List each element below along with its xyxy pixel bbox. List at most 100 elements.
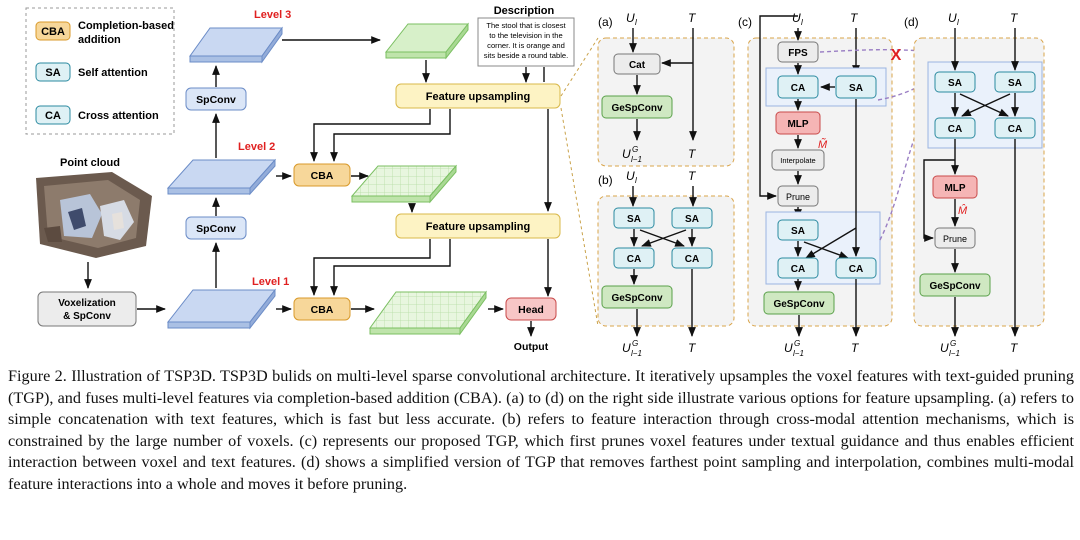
svg-text:Cat: Cat [629, 60, 646, 71]
svg-text:T: T [851, 341, 860, 355]
svg-text:Cross attention: Cross attention [78, 110, 159, 122]
svg-text:U: U [622, 147, 631, 161]
svg-text:(d): (d) [904, 15, 919, 29]
svg-text:MLP: MLP [944, 183, 965, 194]
head-box: Head [505, 297, 557, 321]
spconv-lower: SpConv [185, 216, 247, 240]
figure-diagram: CBA Completion-based addition SA Self at… [25, 5, 1045, 358]
legend-item-sa: SA Self attention [35, 62, 148, 82]
svg-text:T: T [850, 11, 859, 25]
legend-item-cba: CBA Completion-based addition [35, 20, 174, 46]
svg-text:U: U [792, 11, 801, 25]
voxelization-box: Voxelization & SpConv [37, 291, 137, 327]
svg-text:Head: Head [518, 304, 544, 316]
svg-text:CA: CA [849, 264, 863, 275]
svg-text:Voxelization: Voxelization [58, 298, 116, 309]
svg-text:GeSpConv: GeSpConv [773, 299, 825, 310]
panel-b: (b) U l T SA SA CA CA GeSpConv U G l−1 T [597, 169, 735, 358]
svg-text:T: T [1010, 341, 1019, 355]
svg-text:CA: CA [948, 124, 962, 135]
feature-upsampling-top: Feature upsampling [395, 83, 561, 109]
svg-text:M̃: M̃ [818, 138, 828, 151]
svg-text:l: l [957, 18, 959, 27]
svg-text:l: l [801, 18, 803, 27]
cba-level2: CBA [293, 163, 351, 187]
spconv-upper: SpConv [185, 87, 247, 111]
svg-text:CBA: CBA [41, 26, 65, 38]
svg-text:M̂: M̂ [958, 203, 968, 217]
svg-text:corner. It is orange and: corner. It is orange and [487, 41, 565, 50]
svg-text:CBA: CBA [311, 304, 334, 316]
level3-label: Level 3 [254, 9, 291, 21]
svg-text:(a): (a) [598, 15, 613, 29]
svg-text:U: U [626, 11, 635, 25]
svg-text:SA: SA [791, 226, 805, 237]
svg-text:CA: CA [45, 110, 61, 122]
level1-label: Level 1 [252, 276, 289, 288]
svg-text:SA: SA [627, 214, 641, 225]
svg-text:U: U [948, 11, 957, 25]
svg-text:G: G [632, 339, 638, 348]
description: Description The stool that is closest to… [477, 5, 575, 67]
svg-text:(c): (c) [738, 15, 752, 29]
svg-text:Point cloud: Point cloud [60, 157, 120, 169]
svg-text:U: U [622, 341, 631, 355]
output-label: Output [514, 341, 549, 353]
green-slab-top [384, 22, 470, 60]
green-slab-mid [350, 164, 458, 204]
level2-label: Level 2 [238, 141, 275, 153]
svg-text:G: G [950, 339, 956, 348]
legend-item-ca: CA Cross attention [35, 105, 159, 125]
svg-text:l−1: l−1 [631, 155, 642, 164]
svg-text:T: T [688, 341, 697, 355]
svg-text:l−1: l−1 [631, 349, 642, 358]
legend: CBA Completion-based addition SA Self at… [25, 7, 175, 135]
svg-text:CA: CA [627, 254, 641, 265]
voxel-slab-level2 [166, 158, 277, 196]
svg-text:SA: SA [685, 214, 699, 225]
svg-text:U: U [784, 341, 793, 355]
svg-text:Prune: Prune [943, 234, 967, 244]
svg-text:Description: Description [494, 5, 555, 17]
panel-a: (a) U l T Cat GeSpConv U G l−1 T [597, 11, 735, 167]
svg-text:(b): (b) [598, 173, 613, 187]
svg-text:l−1: l−1 [949, 349, 960, 358]
svg-text:Feature upsampling: Feature upsampling [426, 91, 531, 103]
svg-text:sits beside a round table.: sits beside a round table. [484, 51, 568, 60]
point-cloud: Point cloud [36, 157, 152, 258]
svg-text:addition: addition [78, 34, 121, 46]
svg-text:l: l [635, 176, 637, 185]
svg-text:CA: CA [791, 264, 805, 275]
svg-text:Self attention: Self attention [78, 67, 148, 79]
x-mark: X [891, 47, 902, 64]
svg-text:l−1: l−1 [793, 349, 804, 358]
svg-text:SA: SA [45, 67, 60, 79]
svg-text:T: T [688, 169, 697, 183]
svg-text:Feature upsampling: Feature upsampling [426, 221, 531, 233]
svg-text:SA: SA [1008, 78, 1022, 89]
svg-text:l: l [635, 18, 637, 27]
voxel-slab-level1 [166, 288, 277, 330]
svg-text:G: G [794, 339, 800, 348]
svg-text:GeSpConv: GeSpConv [611, 293, 663, 304]
svg-text:CA: CA [791, 83, 805, 94]
svg-text:MLP: MLP [787, 119, 808, 130]
svg-text:T: T [688, 11, 697, 25]
figure: CBA Completion-based addition SA Self at… [25, 5, 1045, 358]
svg-text:Completion-based: Completion-based [78, 20, 174, 32]
svg-text:T: T [1010, 11, 1019, 25]
svg-text:CA: CA [1008, 124, 1022, 135]
green-slab-bottom [369, 290, 487, 336]
svg-text:GeSpConv: GeSpConv [611, 103, 663, 114]
figure-caption: Figure 2. Illustration of TSP3D. TSP3D b… [8, 367, 1074, 493]
svg-text:U: U [940, 341, 949, 355]
svg-text:Interpolate: Interpolate [780, 156, 815, 165]
panel-d: (d) U l T SA SA CA CA MLP M̂ Prune GeSpC… [904, 11, 1045, 358]
svg-text:GeSpConv: GeSpConv [929, 281, 981, 292]
svg-text:T: T [688, 147, 697, 161]
svg-text:& SpConv: & SpConv [63, 311, 111, 322]
svg-text:SA: SA [948, 78, 962, 89]
svg-text:SpConv: SpConv [196, 94, 236, 106]
svg-text:U: U [626, 169, 635, 183]
point-cloud-image [36, 172, 152, 258]
